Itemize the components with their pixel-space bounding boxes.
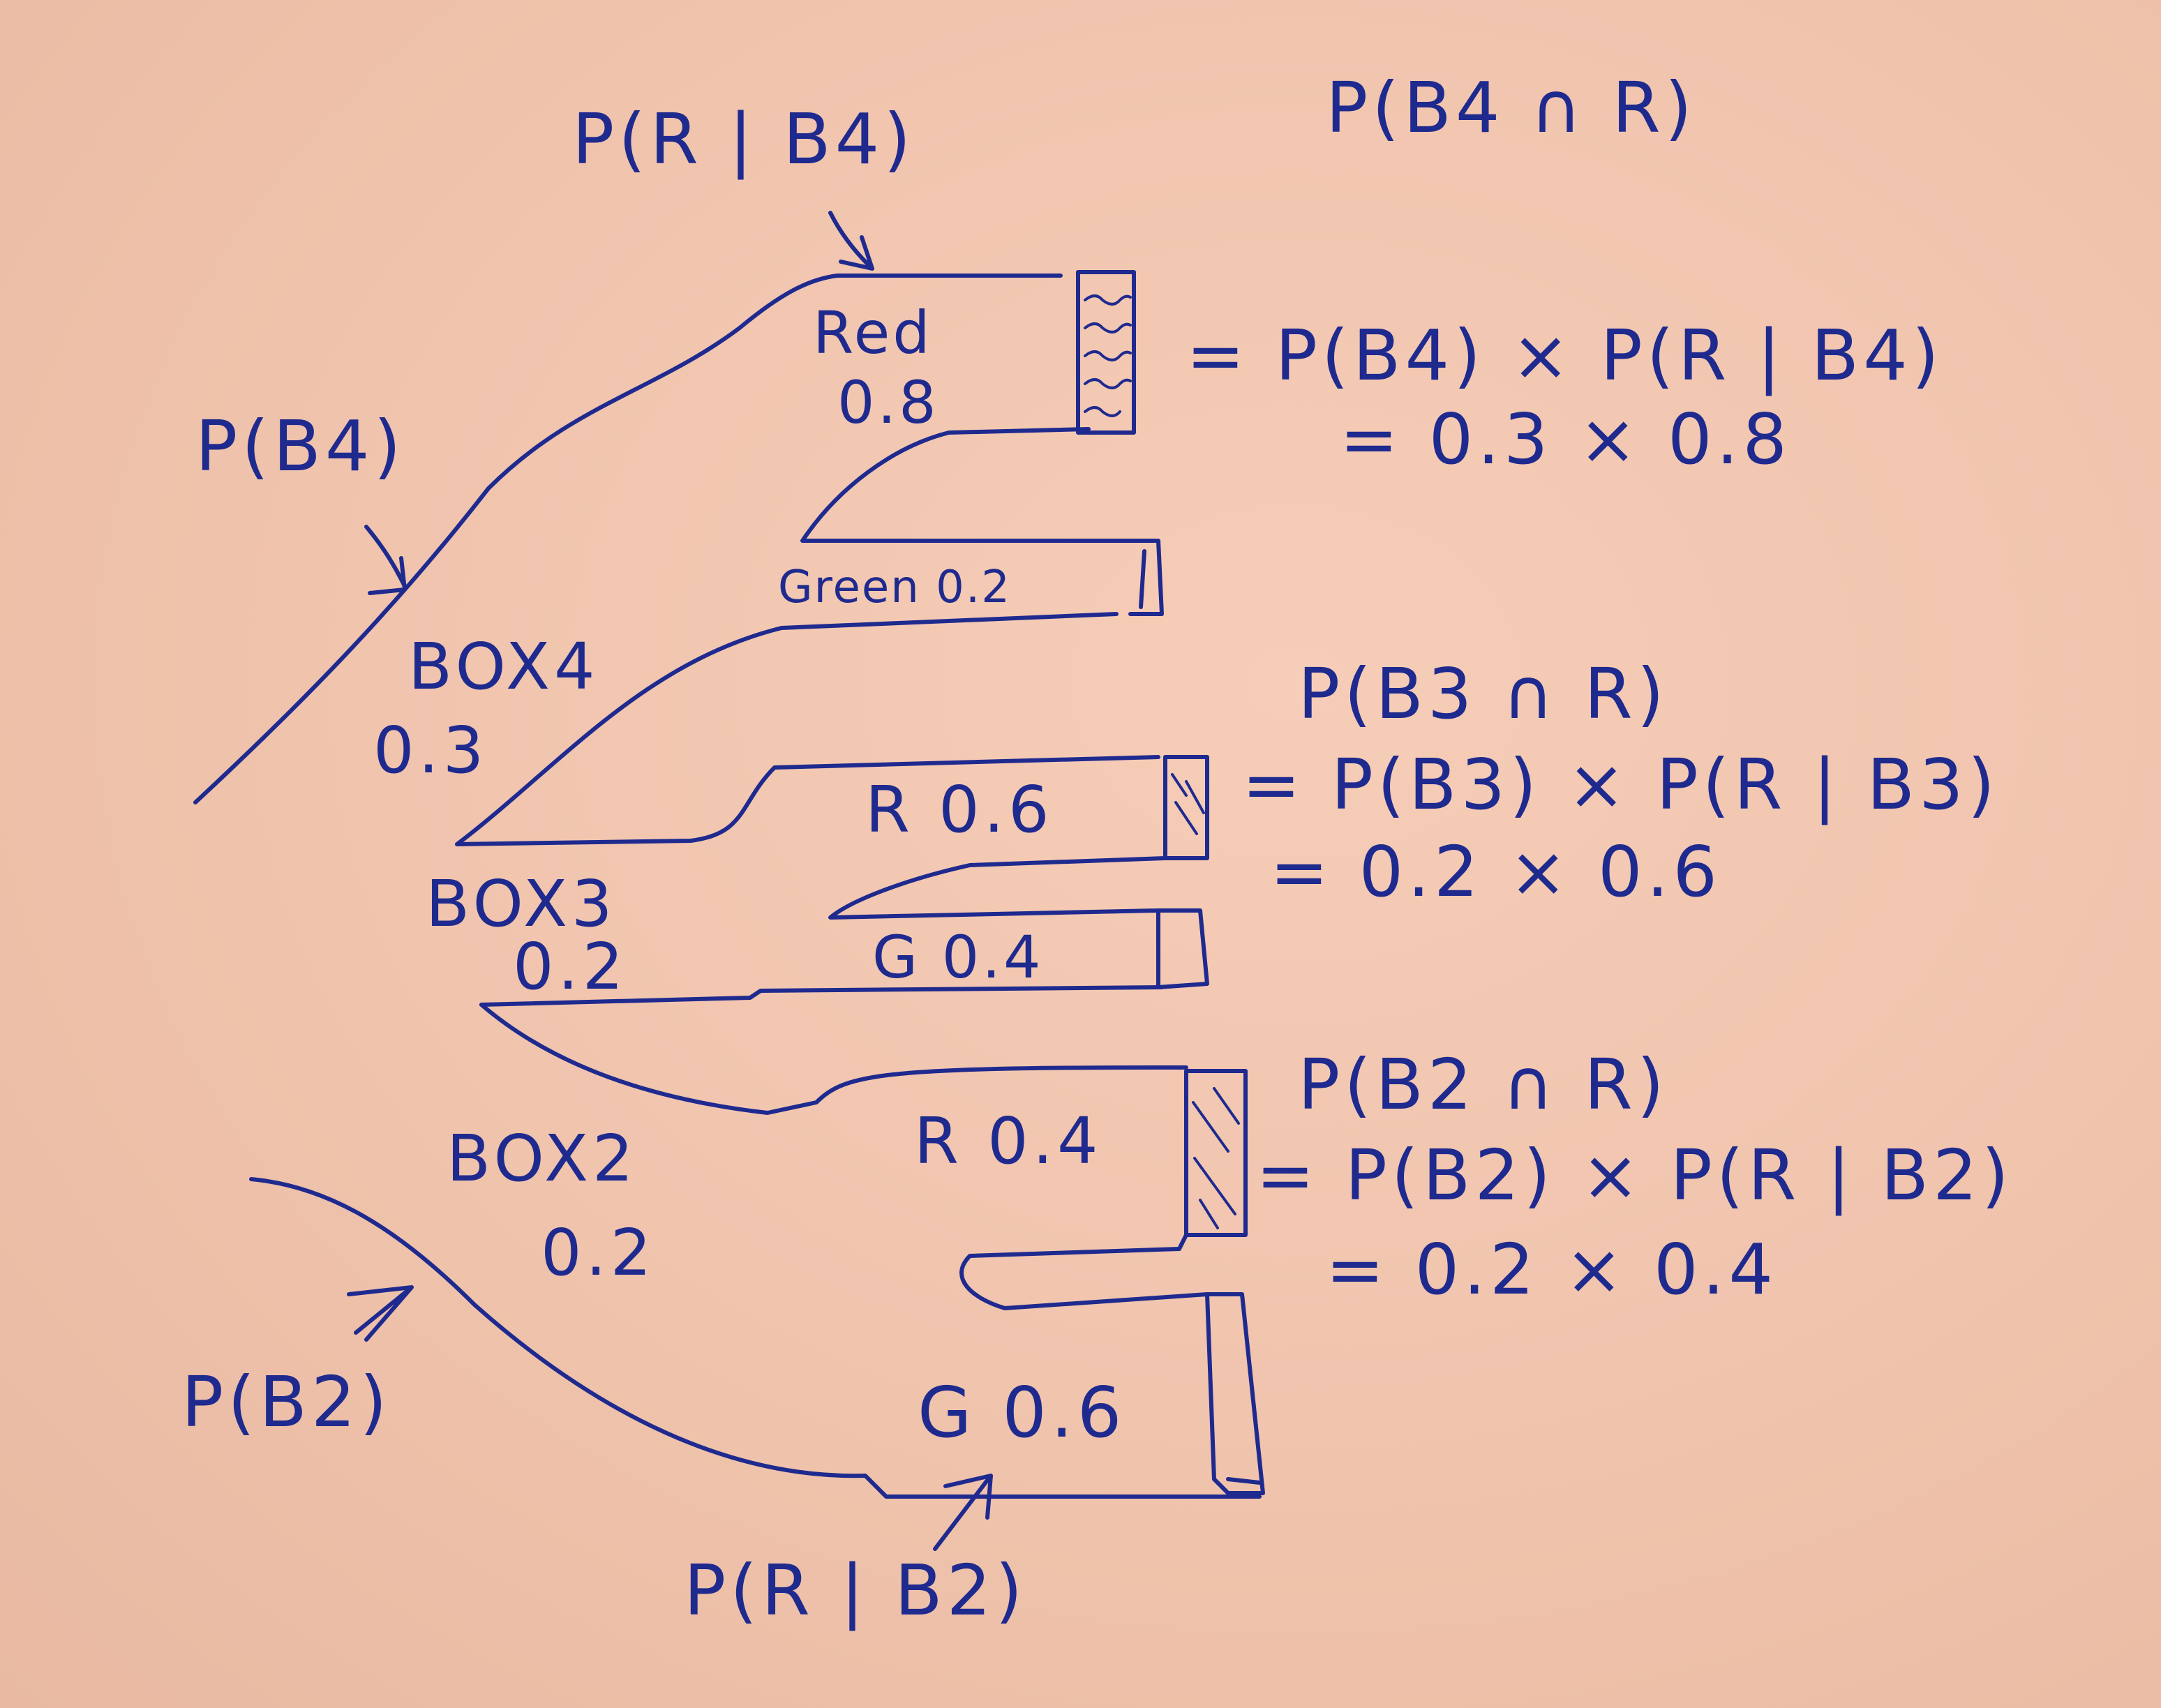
box3-upper-edge xyxy=(455,755,1160,846)
eq-b3-line2: = 0.2 × 0.6 xyxy=(1270,831,1722,913)
b2-red-label: R 0.4 xyxy=(914,1104,1102,1178)
eq-b4-line1: = P(B4) × P(R | B4) xyxy=(1186,315,1943,396)
b4-red-bar xyxy=(1076,270,1136,435)
box4-upper-edge xyxy=(193,274,1063,804)
box2-prob: 0.2 xyxy=(541,1215,656,1290)
eq-b2-line2: = 0.2 × 0.4 xyxy=(1326,1229,1778,1310)
box2-lower-edge xyxy=(249,1177,1262,1499)
box4-red-lower-edge xyxy=(800,427,1146,543)
b3-green-bar xyxy=(1156,908,1209,989)
b2-red-bar-hatch xyxy=(1192,1087,1240,1229)
arrow-to-green-b2 xyxy=(933,1474,993,1551)
label-p-b2: P(B2) xyxy=(181,1361,391,1443)
b3-red-lower-edge xyxy=(828,856,1167,920)
box3-name: BOX3 xyxy=(426,867,617,941)
b3-green-lower-edge xyxy=(479,985,1164,1007)
b2-red-bar xyxy=(1184,1069,1248,1237)
b2-green-bar xyxy=(1205,1292,1265,1495)
arrow-to-red-b4 xyxy=(828,211,874,271)
b4-red-prob: 0.8 xyxy=(837,368,939,437)
arrow-to-box2 xyxy=(347,1285,414,1342)
label-p-r-given-b2: P(R | B2) xyxy=(684,1550,1027,1631)
eq-b3-title: P(B3 ∩ R) xyxy=(1298,653,1668,735)
eq-b2-title: P(B2 ∩ R) xyxy=(1298,1044,1668,1125)
eq-b3-line1: = P(B3) × P(R | B3) xyxy=(1242,744,1999,825)
box4-lower-edge xyxy=(455,612,1119,846)
box4-name: BOX4 xyxy=(408,629,599,704)
b4-red-bar-hatch xyxy=(1084,294,1132,417)
b2-green-label: G 0.6 xyxy=(918,1372,1126,1453)
box4-prob: 0.3 xyxy=(373,713,488,788)
b4-green-bar xyxy=(1128,539,1164,616)
eq-b4-title: P(B4 ∩ R) xyxy=(1326,67,1696,149)
b3-red-bar xyxy=(1163,755,1209,860)
eq-b4-line2: = 0.3 × 0.8 xyxy=(1340,398,1792,480)
b2-red-lower-edge xyxy=(959,1233,1209,1310)
box3-prob: 0.2 xyxy=(513,929,628,1004)
b4-green-label: Green 0.2 xyxy=(778,562,1011,613)
b3-green-label: G 0.4 xyxy=(872,923,1044,991)
box2-name: BOX2 xyxy=(447,1121,638,1196)
arrow-to-box4 xyxy=(364,525,407,595)
b3-red-bar-hatch xyxy=(1171,773,1205,835)
label-p-r-given-b4: P(R | B4) xyxy=(572,98,915,180)
eq-b2-line1: = P(B2) × P(R | B2) xyxy=(1256,1134,2013,1216)
box2-upper-edge xyxy=(479,1003,1188,1115)
b4-red-label: Red xyxy=(813,299,933,367)
b3-red-label: R 0.6 xyxy=(865,772,1054,847)
label-p-b4: P(B4) xyxy=(195,405,405,487)
